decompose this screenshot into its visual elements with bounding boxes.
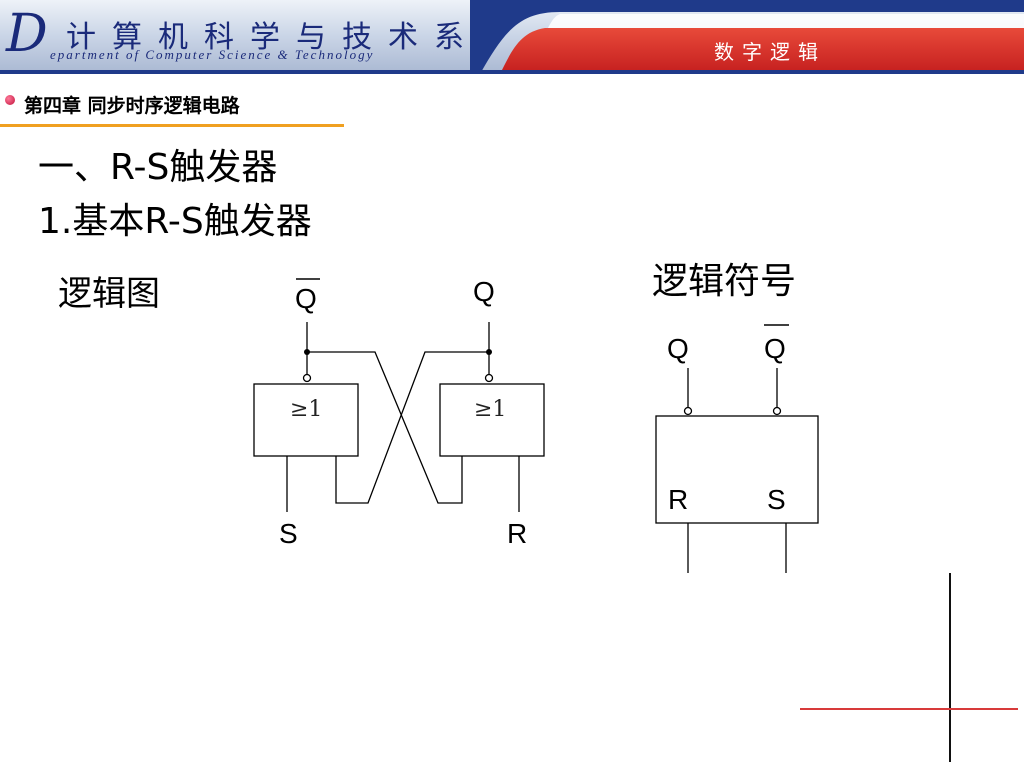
output-label-q: Q <box>473 276 495 307</box>
bullet-icon <box>5 95 15 105</box>
inversion-bubble-left <box>302 373 312 383</box>
symbol-label-r: R <box>668 484 688 515</box>
symbol-label-q-bar: Q <box>764 333 786 364</box>
junction-dot-right <box>486 349 492 355</box>
input-label-s: S <box>279 518 298 549</box>
chapter-underline <box>0 124 344 127</box>
course-title: 数字逻辑 <box>714 40 826 64</box>
input-label-r: R <box>507 518 527 549</box>
nor-gate-right <box>439 383 545 457</box>
output-label-q-bar: Q <box>295 283 317 314</box>
symbol-bubble-q-bar <box>772 406 782 416</box>
feedback-wire-q <box>335 351 489 504</box>
rs-latch-logic-symbol <box>655 324 819 573</box>
logo-initial: D <box>6 4 48 64</box>
logo-department-name: 计算机科学与技术系 <box>66 20 480 55</box>
header-banner <box>0 0 1024 74</box>
symbol-box <box>655 415 819 524</box>
chapter-title: 第四章 同步时序逻辑电路 <box>24 95 240 117</box>
logic-diagram-label: 逻辑图 <box>58 274 160 314</box>
subsection-heading: 1.基本R-S触发器 <box>38 201 312 242</box>
section-heading: 一、R-S触发器 <box>38 147 278 188</box>
symbol-label-s: S <box>767 484 786 515</box>
rs-latch-logic-diagram <box>253 278 545 512</box>
gate-label-right: ≥1 <box>474 397 506 422</box>
junction-dot-left <box>304 349 310 355</box>
symbol-bubble-q <box>683 406 693 416</box>
gate-label-left: ≥1 <box>290 397 322 422</box>
inversion-bubble-right <box>484 373 494 383</box>
nor-gate-left <box>253 383 359 457</box>
feedback-wire-q-bar <box>307 351 463 504</box>
symbol-label-q: Q <box>667 333 689 364</box>
logo-department-subtitle: epartment of Computer Science & Technolo… <box>50 47 375 62</box>
logic-symbol-label: 逻辑符号 <box>652 261 797 302</box>
